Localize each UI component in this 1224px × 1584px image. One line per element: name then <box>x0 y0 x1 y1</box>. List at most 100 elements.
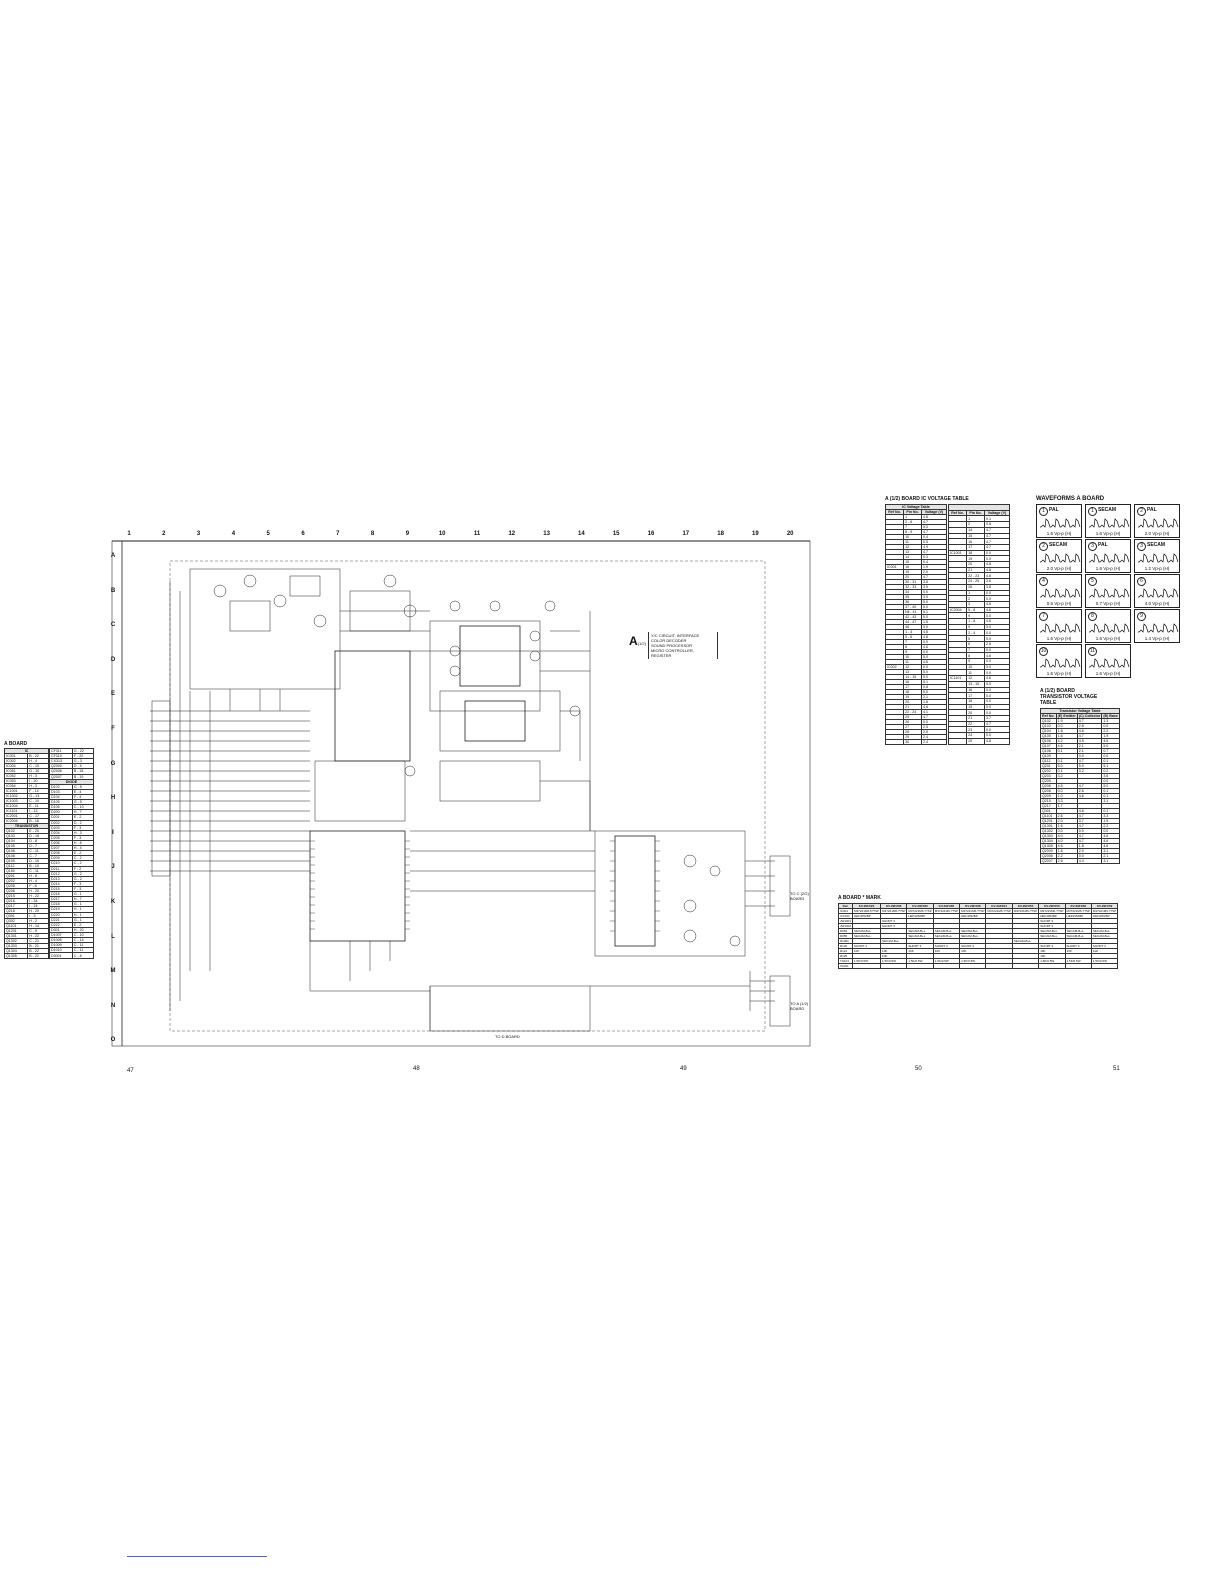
table-cell: 0.0 <box>983 595 1011 602</box>
waveform-name: SECAM <box>1049 542 1068 548</box>
board-mark-note: (1/2) <box>637 641 646 646</box>
circuit-note: SOUND PROCESSOR <box>651 643 693 648</box>
grid-row-label: O <box>110 1037 116 1044</box>
grid-row-label: D <box>110 656 116 663</box>
table-cell: 0.0 <box>983 629 1011 637</box>
page-number: 50 <box>915 1066 922 1072</box>
waveform-value: 1.6 Vp-p (H) <box>1095 671 1121 676</box>
table-cell: 3.7 <box>983 715 1011 722</box>
table-cell: 4.7 <box>983 720 1011 728</box>
grid-column-label: 1 <box>127 531 131 537</box>
table-header: Ref No. <box>1040 713 1057 719</box>
table-cell: 25 <box>966 737 985 746</box>
waveform-trace-icon <box>1138 553 1179 563</box>
table-cell: 4.7 <box>983 543 1011 551</box>
table-header: (B) Base <box>1101 713 1120 719</box>
grid-row-label: E <box>110 691 115 698</box>
footer-rule <box>127 1556 267 1557</box>
table-cell: M37221M6-??SP <box>985 908 1013 914</box>
table-cell <box>947 543 968 551</box>
waveform-trace-icon <box>1089 518 1130 528</box>
grid-row-label: B <box>110 587 116 594</box>
page-number: 48 <box>413 1066 420 1072</box>
table-cell: 0.0 <box>983 669 1011 677</box>
table-cell: 2.4 <box>920 739 948 745</box>
waveform-trace-icon <box>1138 518 1179 528</box>
table-cell: 0.0 <box>983 612 1011 620</box>
table-cell: 0.0 <box>983 726 1011 734</box>
table-cell <box>947 646 968 654</box>
circuit-note: Y/C CIRCUIT, INTERFACE <box>651 633 700 638</box>
connector-label-top-right: TO C (2/2) BOARD <box>790 891 809 901</box>
table-cell <box>947 515 968 523</box>
waveform-value: 2.0 Vp-p (H) <box>1046 566 1072 571</box>
grid-row-label: M <box>110 968 116 975</box>
mark-table-title: A BOARD * MARK <box>838 895 881 901</box>
table-cell <box>947 629 968 637</box>
table-cell <box>959 963 987 969</box>
waveform-number: 10 <box>1039 647 1048 656</box>
grid-column-label: 4 <box>231 531 236 537</box>
table-cell: IC1001 <box>947 549 968 557</box>
grid-column-label: 19 <box>752 531 759 537</box>
grid-row-label: F <box>111 726 115 732</box>
grid-row-label: I <box>112 829 114 836</box>
grid-row-label: N <box>110 1002 116 1009</box>
table-cell: 0.0 <box>983 692 1011 699</box>
table-cell <box>947 623 968 631</box>
table-cell: 0.0 <box>983 703 1011 711</box>
table-cell: 4.4 <box>1076 858 1103 864</box>
grid-row-label: H <box>110 795 116 802</box>
table-cell <box>947 737 968 746</box>
grid-column-label: 18 <box>717 531 724 537</box>
table-cell: M37221M6-??SP <box>1090 908 1119 914</box>
table-cell: 0.0 <box>983 646 1011 654</box>
board-mark: A(1/2) <box>629 634 646 648</box>
table-cell: 4.8 <box>983 572 1011 580</box>
table-cell: 5.0 <box>983 680 1011 688</box>
waveform-trace-icon <box>1089 623 1130 633</box>
waveform-value: 4.0 Vp-p (H) <box>1144 601 1170 606</box>
table-header: (E) Emitter <box>1055 713 1078 719</box>
table-cell: M37221M6-??SP <box>932 908 961 914</box>
table-cell: 0.0 <box>983 686 1011 694</box>
table-cell <box>947 715 968 722</box>
table-cell: 4.8 <box>983 561 1011 568</box>
grid-row-label: A <box>110 553 116 559</box>
grid-column-label: 2 <box>162 531 166 537</box>
grid-column-label: 14 <box>578 531 585 537</box>
waveform-number: 1 <box>1039 507 1048 516</box>
waveform-number: 2 <box>1137 507 1146 516</box>
